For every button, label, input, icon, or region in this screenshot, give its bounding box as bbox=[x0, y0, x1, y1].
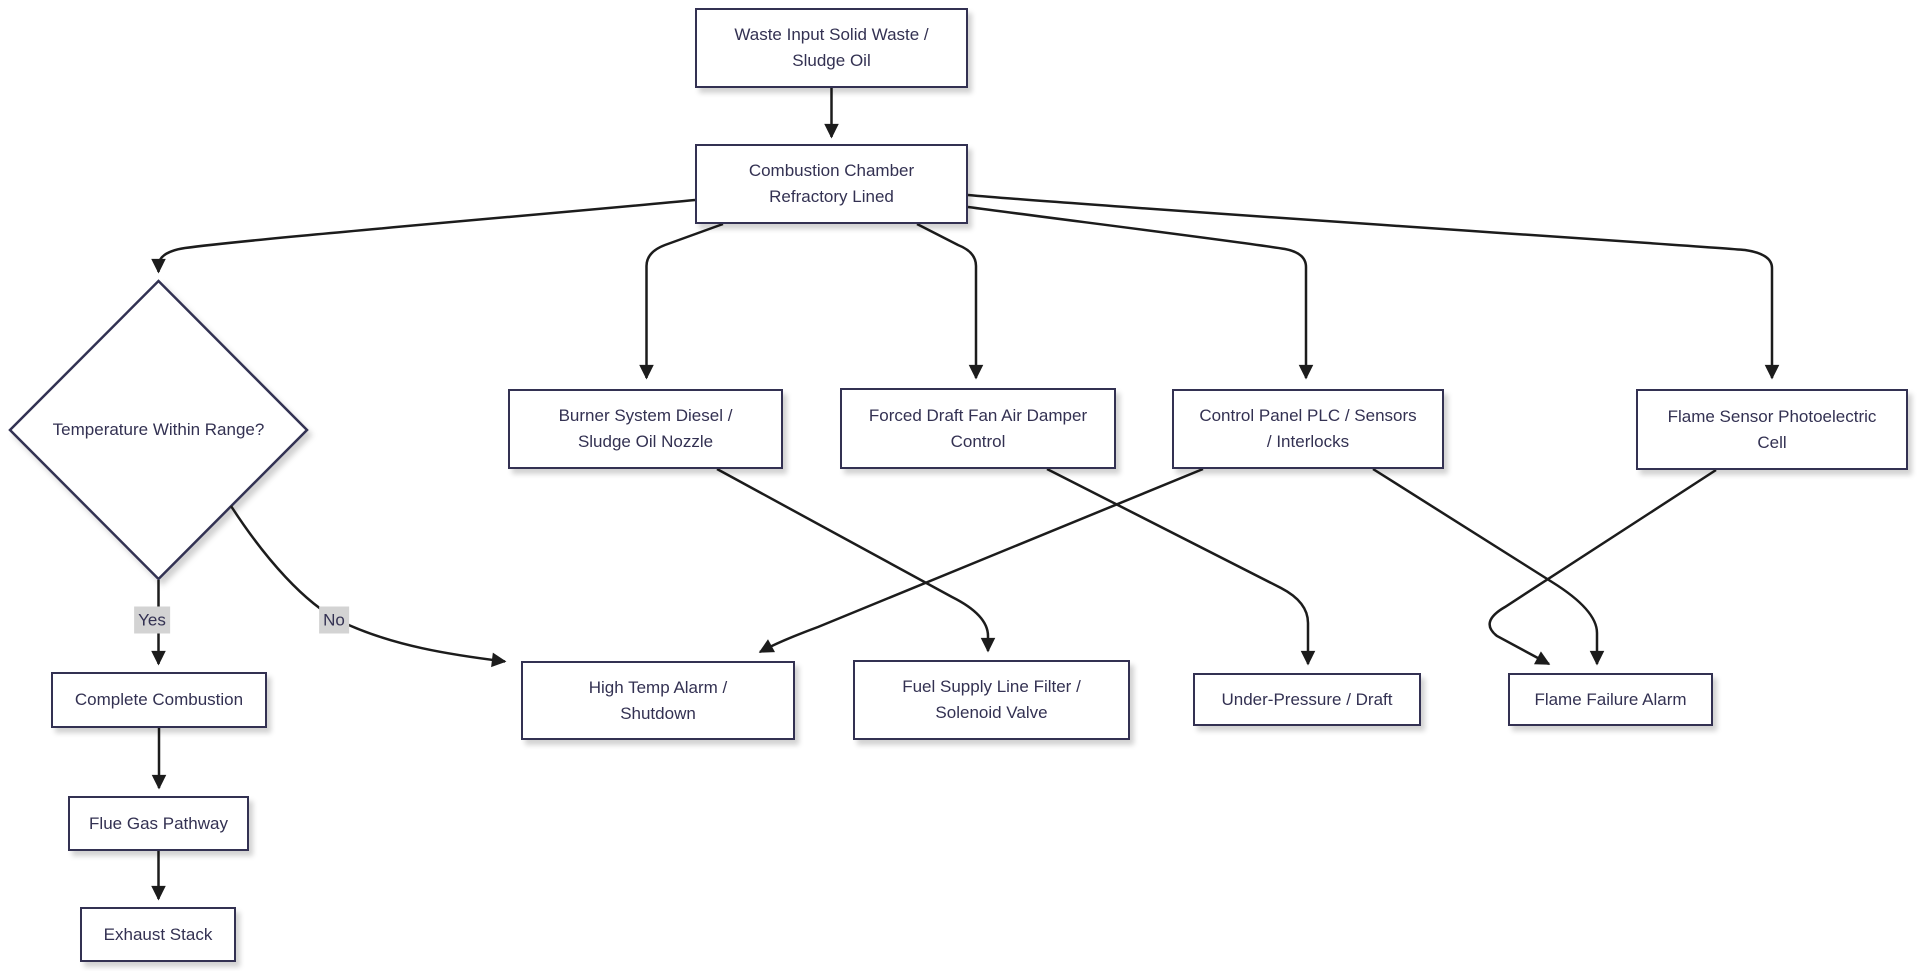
node-label-line: Shutdown bbox=[620, 703, 696, 723]
edge-combustion-chamber-to-temp-check bbox=[151, 198, 696, 274]
edge-combustion-chamber-to-flame-sensor bbox=[967, 193, 1780, 380]
node-label-line: Cell bbox=[1757, 432, 1787, 452]
node-label-line: Burner System Diesel / bbox=[558, 406, 733, 425]
node-fuel-supply-line: Fuel Supply Line Filter / Solenoid Valve bbox=[853, 660, 1130, 740]
node-label-line: High Temp Alarm / bbox=[588, 677, 728, 697]
node-label-line: Flame Sensor Photoelectric bbox=[1667, 406, 1877, 426]
edge-combustion-chamber-to-forced-draft-fan bbox=[916, 222, 984, 380]
edge-label-no: No bbox=[319, 606, 349, 634]
node-label-line: Under-Pressure / Draft bbox=[1221, 689, 1393, 709]
node-label-line: Refractory Lined bbox=[769, 187, 894, 206]
node-label-line: Forced Draft Fan Air Damper bbox=[868, 405, 1088, 425]
node-flame-sensor: Flame Sensor Photoelectric Cell bbox=[1636, 389, 1908, 470]
node-waste-input: Waste Input Solid Waste / Sludge Oil bbox=[695, 8, 968, 88]
edge-forced-draft-fan-to-under-pressure bbox=[1046, 467, 1316, 666]
edge-temp-check-no-to-high-temp-alarm bbox=[229, 505, 507, 668]
edge-label-yes: Yes bbox=[134, 606, 170, 634]
node-forced-draft-fan: Forced Draft Fan Air Damper Control bbox=[840, 388, 1116, 469]
node-label-line: Exhaust Stack bbox=[103, 924, 213, 944]
node-temperature-check-label: Temperature Within Range? bbox=[52, 420, 265, 439]
edge-combustion-chamber-to-control-panel bbox=[967, 205, 1314, 380]
edge-control-panel-to-flame-failure bbox=[1372, 467, 1605, 666]
node-label-line: / Interlocks bbox=[1266, 432, 1350, 451]
node-temperature-check-diamond bbox=[8, 279, 309, 581]
edge-control-panel-to-high-temp-alarm bbox=[758, 467, 1204, 654]
edge-flame-sensor-to-flame-failure bbox=[1488, 468, 1717, 666]
edge-combustion-chamber-to-burner-system bbox=[639, 222, 724, 380]
node-control-panel: Control Panel PLC / Sensors / Interlocks bbox=[1172, 389, 1444, 469]
node-complete-combustion: Complete Combustion bbox=[51, 672, 267, 728]
node-label-line: Fuel Supply Line Filter / bbox=[902, 677, 1081, 696]
node-combustion-chamber: Combustion Chamber Refractory Lined bbox=[695, 144, 968, 224]
node-label-line: Sludge Oil bbox=[792, 51, 871, 70]
node-label-line: Flue Gas Pathway bbox=[89, 813, 228, 833]
node-label-line: Complete Combustion bbox=[74, 690, 244, 709]
node-exhaust-stack: Exhaust Stack bbox=[80, 907, 236, 962]
node-label-line: Combustion Chamber bbox=[748, 161, 915, 180]
node-under-pressure: Under-Pressure / Draft bbox=[1193, 673, 1421, 726]
edge-burner-system-to-fuel-supply bbox=[716, 467, 996, 653]
node-label-line: Control bbox=[950, 431, 1006, 451]
node-label-line: Waste Input Solid Waste / bbox=[734, 25, 929, 44]
node-flue-gas-pathway: Flue Gas Pathway bbox=[68, 796, 249, 851]
node-high-temp-alarm: High Temp Alarm / Shutdown bbox=[521, 661, 795, 740]
node-burner-system: Burner System Diesel / Sludge Oil Nozzle bbox=[508, 389, 783, 469]
node-label-line: Solenoid Valve bbox=[935, 703, 1048, 722]
node-label-line: Flame Failure Alarm bbox=[1534, 689, 1687, 709]
node-label-line: Sludge Oil Nozzle bbox=[577, 432, 714, 451]
node-label-line: Control Panel PLC / Sensors bbox=[1199, 406, 1417, 425]
node-flame-failure-alarm: Flame Failure Alarm bbox=[1508, 673, 1713, 726]
